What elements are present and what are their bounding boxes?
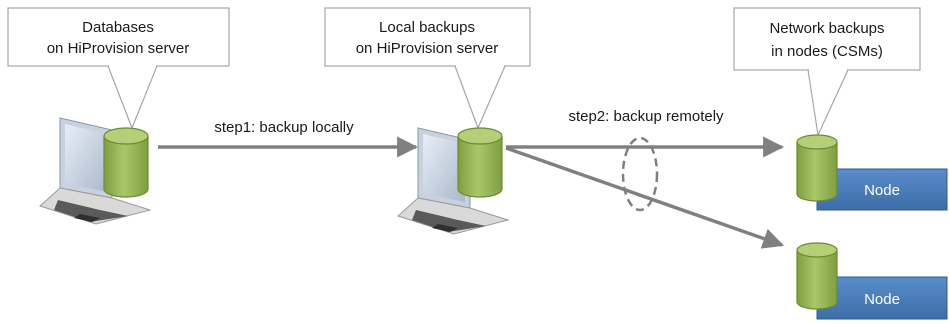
callout-local-backups: Local backups on HiProvision server	[324, 7, 531, 130]
callout-local-line1: Local backups	[379, 19, 475, 36]
node-box-2: Node	[816, 276, 948, 320]
step2-arrow-node2	[505, 146, 784, 249]
network-backup-cylinder-icon	[796, 134, 838, 202]
callout-network-line2: in nodes (CSMs)	[771, 43, 883, 60]
laptop-icon-2	[397, 127, 510, 235]
callout-databases-line2: on HiProvision server	[47, 40, 190, 57]
callout-network-line1: Network backups	[769, 20, 884, 37]
network-backup-cylinder-icon-2	[796, 242, 838, 310]
step1-label: step1: backup locally	[214, 119, 354, 136]
node-label-2: Node	[864, 291, 900, 308]
callout-databases-line1: Databases	[82, 19, 154, 36]
database-cylinder-icon	[103, 127, 149, 198]
laptop-icon	[39, 117, 152, 225]
step2-label: step2: backup remotely	[568, 108, 724, 125]
local-backup-cylinder-icon	[457, 127, 503, 198]
callout-local-line2: on HiProvision server	[356, 40, 499, 57]
node-box-1: Node	[816, 168, 948, 211]
callout-network-backups: Network backups in nodes (CSMs)	[733, 7, 921, 138]
step2-dashed-ellipse	[621, 136, 659, 212]
callout-databases: Databases on HiProvision server	[7, 7, 230, 130]
node-label-1: Node	[864, 182, 900, 199]
